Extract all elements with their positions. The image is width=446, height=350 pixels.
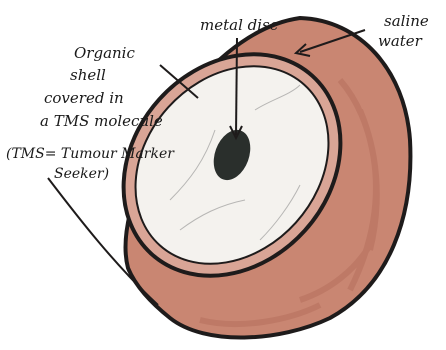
pointer-metal-disc (236, 38, 237, 135)
label-saline-water: saline water (378, 12, 434, 50)
label-organic-shell: Organic shell covered in a TMS molecule (40, 44, 163, 130)
label-metal-disc: metal disc (200, 16, 279, 34)
